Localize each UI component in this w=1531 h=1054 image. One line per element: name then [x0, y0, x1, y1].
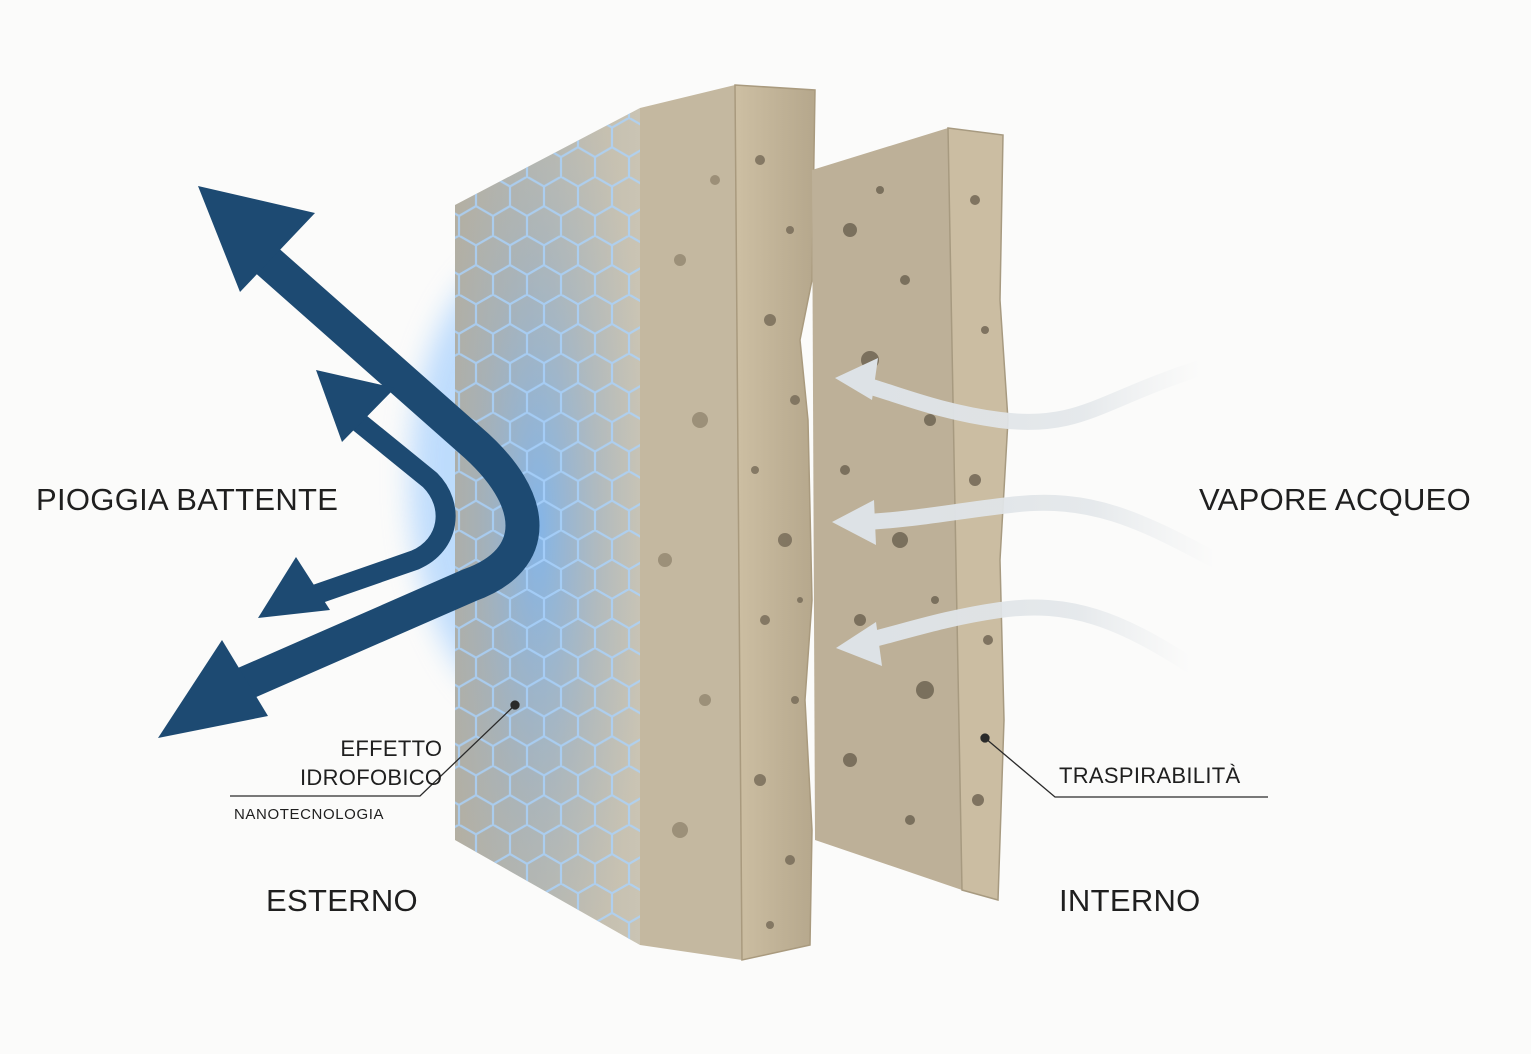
- trasp-leader-line: [984, 737, 1268, 798]
- effect-line-2: IDROFOBICO: [300, 765, 443, 790]
- vapor-arrow-1: [857, 360, 1208, 430]
- rain-arrows: [158, 186, 540, 738]
- effect-line-1: EFFETTO: [340, 736, 443, 761]
- rain-arrow-large-head-top: [198, 186, 315, 292]
- rain-arrow-small: [296, 407, 456, 610]
- hydrophobic-effect-label: EFFETTO IDROFOBICO: [300, 734, 442, 792]
- interior-label: INTERNO: [1059, 883, 1201, 918]
- vapor-arrow-2: [857, 494, 1223, 568]
- outer-stone-slab: [455, 84, 816, 961]
- vapor-arrows: [832, 358, 1223, 673]
- effect-leader-dot: [510, 700, 520, 710]
- rain-arrow-large: [223, 237, 540, 706]
- vapor-arrow-3: [862, 599, 1198, 673]
- nanotech-label: NANOTECNOLOGIA: [234, 806, 385, 823]
- callout-lines: [230, 700, 1268, 798]
- trasp-leader-dot: [980, 733, 990, 743]
- exterior-label: ESTERNO: [266, 883, 418, 918]
- rain-arrow-large-head-bottom: [158, 640, 268, 738]
- vapor-arrow-1-head: [835, 358, 878, 400]
- breathability-label: TRASPIRABILITÀ: [1059, 763, 1241, 788]
- rain-label: PIOGGIA BATTENTE: [36, 482, 339, 517]
- rain-arrow-small-head-top: [316, 370, 395, 442]
- vapor-label: VAPORE ACQUEO: [1199, 482, 1472, 517]
- vapor-arrow-3-head: [836, 622, 882, 666]
- rain-arrow-small-head-bottom: [258, 557, 330, 618]
- effect-leader-line: [230, 704, 516, 797]
- hexagon-nanotech-grid: [455, 108, 640, 945]
- vapor-arrow-2-head: [832, 500, 876, 545]
